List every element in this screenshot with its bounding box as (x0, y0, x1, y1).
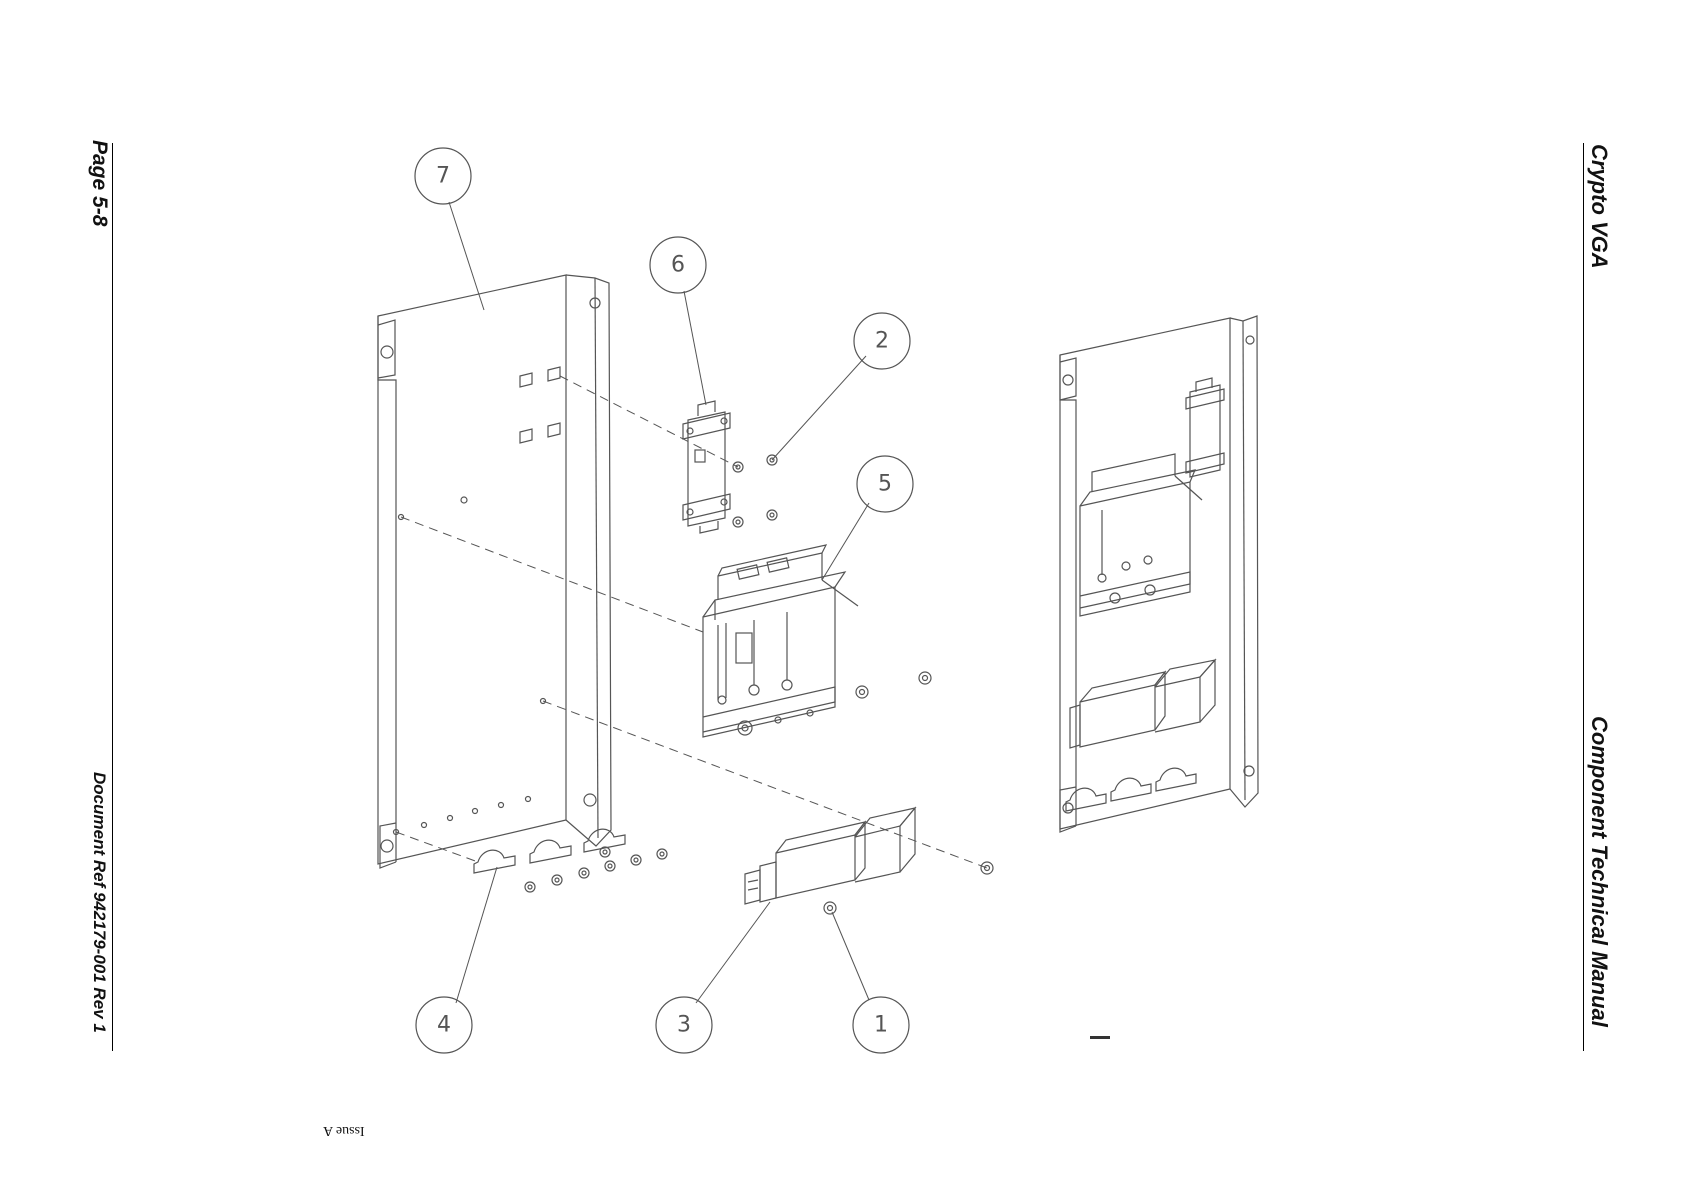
callout-circles (415, 148, 913, 1053)
callout-label-2: 2 (875, 329, 889, 354)
drawing-mark (1090, 1036, 1110, 1039)
assembly-lines (396, 376, 987, 868)
connector-bracket-part-5 (703, 545, 858, 737)
callout-label-7: 7 (436, 164, 450, 189)
callout-label-6: 6 (671, 253, 685, 278)
callout-label-1: 1 (874, 1013, 888, 1038)
bracket-part-6 (683, 401, 730, 533)
connector-housing-part-3 (745, 808, 915, 904)
mounting-panel-left (378, 275, 611, 868)
assembled-view (1060, 316, 1258, 832)
callout-label-4: 4 (437, 1013, 451, 1038)
callout-label-3: 3 (677, 1013, 691, 1038)
callout-label-5: 5 (878, 472, 892, 497)
leader-lines (449, 202, 869, 1003)
